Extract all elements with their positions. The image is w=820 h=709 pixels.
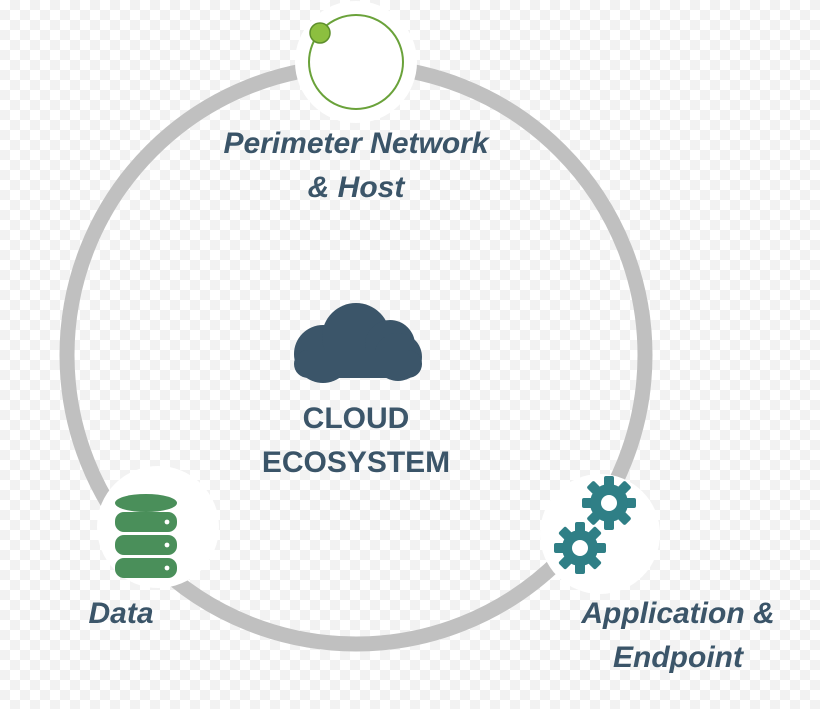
center-label: CLOUD ECOSYSTEM — [226, 397, 486, 485]
perimeter-label: Perimeter Network & Host — [196, 122, 516, 210]
perimeter-label-line1: Perimeter Network — [223, 127, 489, 160]
perimeter-node — [295, 1, 417, 123]
application-node — [540, 474, 660, 594]
circle-orbit-icon — [308, 14, 404, 110]
cloud-icon — [294, 303, 422, 383]
orbit-dot-icon — [309, 22, 331, 44]
data-label: Data — [66, 592, 176, 636]
center-label-line1: CLOUD — [302, 402, 410, 435]
perimeter-label-line2: & Host — [307, 171, 405, 204]
data-label-line1: Data — [88, 597, 154, 630]
database-icon — [115, 494, 177, 578]
data-node — [97, 466, 219, 588]
application-label: Application & Endpoint — [560, 592, 796, 680]
application-label-line2: Endpoint — [613, 641, 743, 674]
center-label-line2: ECOSYSTEM — [261, 446, 451, 479]
application-label-line1: Application & — [581, 597, 775, 630]
gears-icon — [554, 476, 636, 574]
